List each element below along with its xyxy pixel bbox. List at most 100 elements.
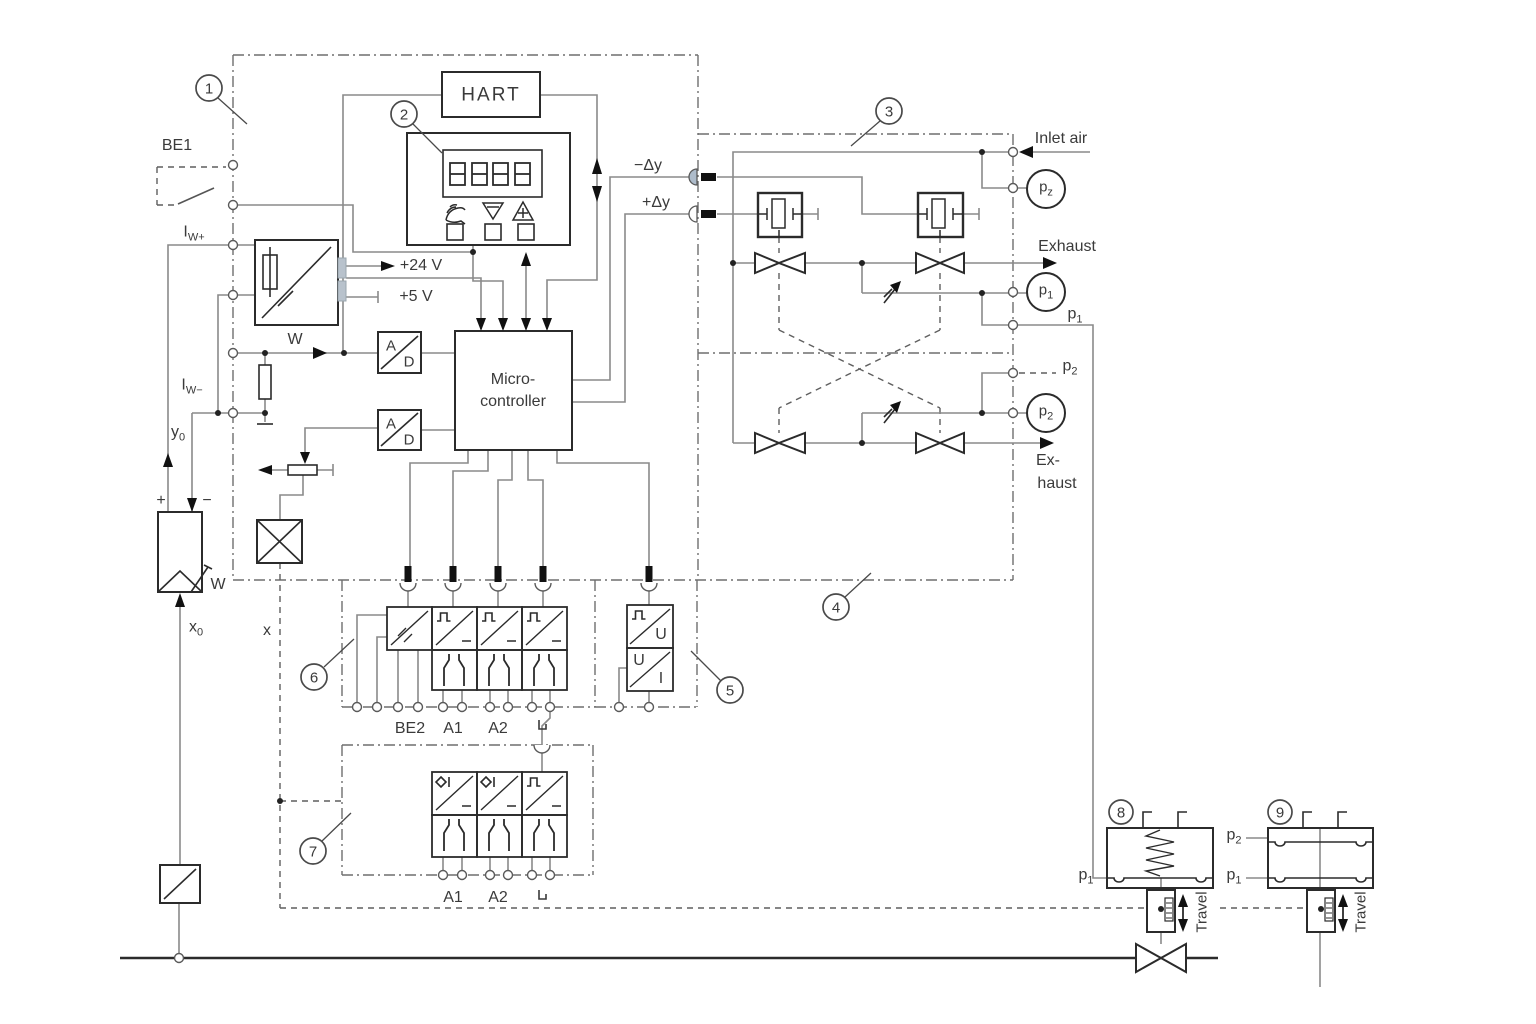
label-inlet-air: Inlet air <box>1034 130 1088 147</box>
label-be2: BE2 <box>394 720 426 737</box>
piezo-valve-1 <box>756 191 804 239</box>
pulse-icon <box>526 777 542 787</box>
connectors-layer <box>173 146 1324 964</box>
label-act9-p1: p1 <box>1226 866 1242 887</box>
spring-icon <box>1143 829 1175 877</box>
label-micro-2: controller <box>480 393 546 410</box>
comparator-block <box>157 511 213 593</box>
seven-segment-digits <box>449 162 531 186</box>
output-stage-icon <box>488 818 510 852</box>
position-transmitter-module <box>626 604 674 692</box>
label-exhaust2-2: haust <box>1037 475 1077 492</box>
output-stage-icon <box>533 653 555 687</box>
inductive-sensor-icon <box>480 776 495 788</box>
label-hart: HART <box>461 84 521 106</box>
output-stage-icon <box>533 818 555 852</box>
control-valve <box>1135 942 1187 974</box>
label-exhaust2-1: Ex- <box>1036 452 1060 469</box>
gauge-pz-label: pz <box>1039 178 1053 199</box>
inductive-sensor-icon <box>435 776 450 788</box>
label-minus-dy: −Δy <box>633 157 663 174</box>
gauge-p1-label: p1 <box>1038 281 1054 302</box>
label-plus-dy: +Δy <box>641 194 671 211</box>
position-sensor-box <box>159 864 201 904</box>
marker-3: 3 <box>884 103 894 121</box>
button-plus <box>517 223 535 241</box>
valve-linkage-cross <box>778 237 941 433</box>
output-stage-icon <box>443 818 465 852</box>
be1-dashed-box <box>156 166 226 206</box>
hand-icon <box>445 204 466 225</box>
label-ad2-d: D <box>403 431 415 449</box>
label-w-comp: W <box>210 576 226 593</box>
booster-valves <box>754 251 965 455</box>
output-stage-icon <box>443 653 465 687</box>
marker-8: 8 <box>1116 804 1126 822</box>
increase-icon <box>511 200 535 221</box>
label-a2-limit: A2 <box>488 889 508 906</box>
label-act9-p2: p2 <box>1226 826 1242 847</box>
pulse-icon <box>481 612 497 622</box>
gauge-p2-label: p2 <box>1038 402 1054 423</box>
label-p1-line: p1 <box>1067 305 1083 326</box>
gauge-pz <box>1026 169 1066 209</box>
label-u-bottom: U <box>633 652 645 669</box>
label-i: I <box>658 670 664 687</box>
marker-1: 1 <box>204 80 214 98</box>
marker-circles <box>195 74 1293 865</box>
marker-5: 5 <box>725 682 735 700</box>
ad-converter-1 <box>377 331 422 374</box>
label-travel-8: Travel <box>1193 891 1211 933</box>
marker-2: 2 <box>399 106 409 124</box>
pulse-icon <box>436 612 452 622</box>
pulse-terminal-icon <box>538 889 547 900</box>
gauge-p1 <box>1026 272 1066 312</box>
decrease-icon <box>481 202 505 221</box>
plus-dy-connector <box>688 205 698 223</box>
components-layer <box>120 71 1374 974</box>
label-ad1-d: D <box>403 353 415 371</box>
resistor-icon <box>258 364 272 400</box>
label-a1-out: A1 <box>443 720 463 737</box>
label-x0: x0 <box>188 618 204 639</box>
dashed-links <box>156 166 1307 909</box>
label-exhaust: Exhaust <box>1038 238 1096 255</box>
minus-dy-connector <box>688 168 698 186</box>
pulse-icon <box>526 612 542 622</box>
label-y0: y0 <box>170 423 186 444</box>
label-a1-limit: A1 <box>443 889 463 906</box>
label-minus: − <box>202 492 212 509</box>
button-minus <box>484 223 502 241</box>
marker-6: 6 <box>309 669 319 687</box>
galvanic-cross-box <box>256 519 303 564</box>
binary-io-modules <box>386 606 568 691</box>
potentiometer-icon <box>287 464 318 476</box>
label-act8-p1: p1 <box>1078 866 1094 887</box>
button-manual <box>446 223 464 241</box>
marker-4: 4 <box>831 599 841 617</box>
label-iw-plus: IW+ <box>183 223 205 244</box>
output-stage-icon <box>488 653 510 687</box>
label-u-top: U <box>655 626 667 643</box>
microcontroller-box <box>454 330 573 451</box>
label-p2-dash: p2 <box>1062 357 1078 378</box>
pulse-icon <box>631 610 647 620</box>
label-travel-9: Travel <box>1352 891 1370 933</box>
display-module <box>406 132 571 246</box>
ad-converter-2 <box>377 409 422 451</box>
marker-9: 9 <box>1275 804 1285 822</box>
marker-7: 7 <box>308 843 318 861</box>
label-ad1-a: A <box>385 337 397 355</box>
label-x: x <box>263 622 271 639</box>
limit-switch-modules <box>431 771 568 858</box>
arrows-layer <box>163 146 1348 932</box>
hart-box <box>441 71 541 118</box>
label-a2-out: A2 <box>488 720 508 737</box>
piezo-valve-2 <box>916 191 965 239</box>
gauge-p2 <box>1026 393 1066 433</box>
label-be1: BE1 <box>161 137 193 154</box>
label-w-input: W <box>287 331 303 348</box>
label-plus: + <box>156 492 166 509</box>
